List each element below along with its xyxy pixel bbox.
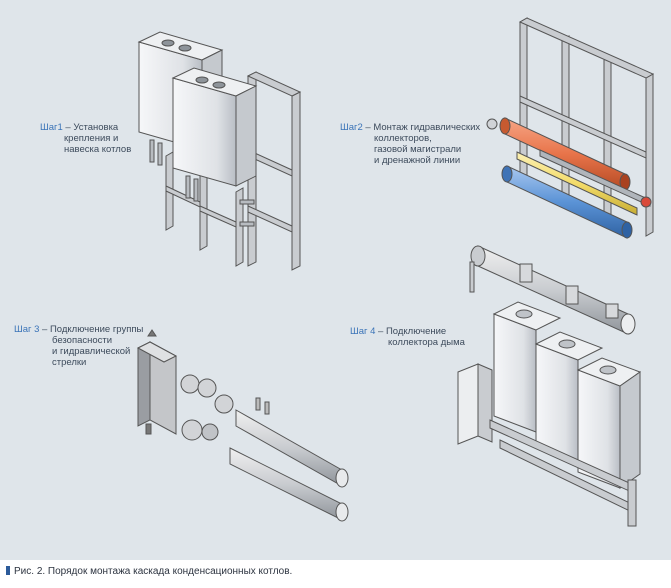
caption-text: Рис. 2. Порядок монтажа каскада конденса… (14, 566, 293, 577)
step3-label: Шаг 3 – Подключение группы безопасности … (14, 324, 144, 368)
caption-marker (6, 566, 10, 575)
step3-number: Шаг 3 (14, 324, 40, 335)
step2-illustration (486, 17, 655, 239)
step1-illustration (137, 31, 302, 271)
step1-label: Шаг1 – Установка крепления и навеска кот… (40, 122, 132, 155)
installation-diagram (136, 17, 655, 527)
step3-illustration (136, 329, 349, 522)
step4-illustration (457, 245, 642, 527)
step2-number: Шаг2 (340, 122, 363, 133)
step2-label: Шаг2 – Монтаж гидравлических коллекторов… (340, 122, 481, 166)
step4-label: Шаг 4 – Подключение коллектора дыма (350, 326, 465, 348)
step4-number: Шаг 4 (350, 326, 376, 337)
figure-caption: Рис. 2. Порядок монтажа каскада конденса… (6, 566, 292, 577)
step1-number: Шаг1 (40, 122, 63, 133)
